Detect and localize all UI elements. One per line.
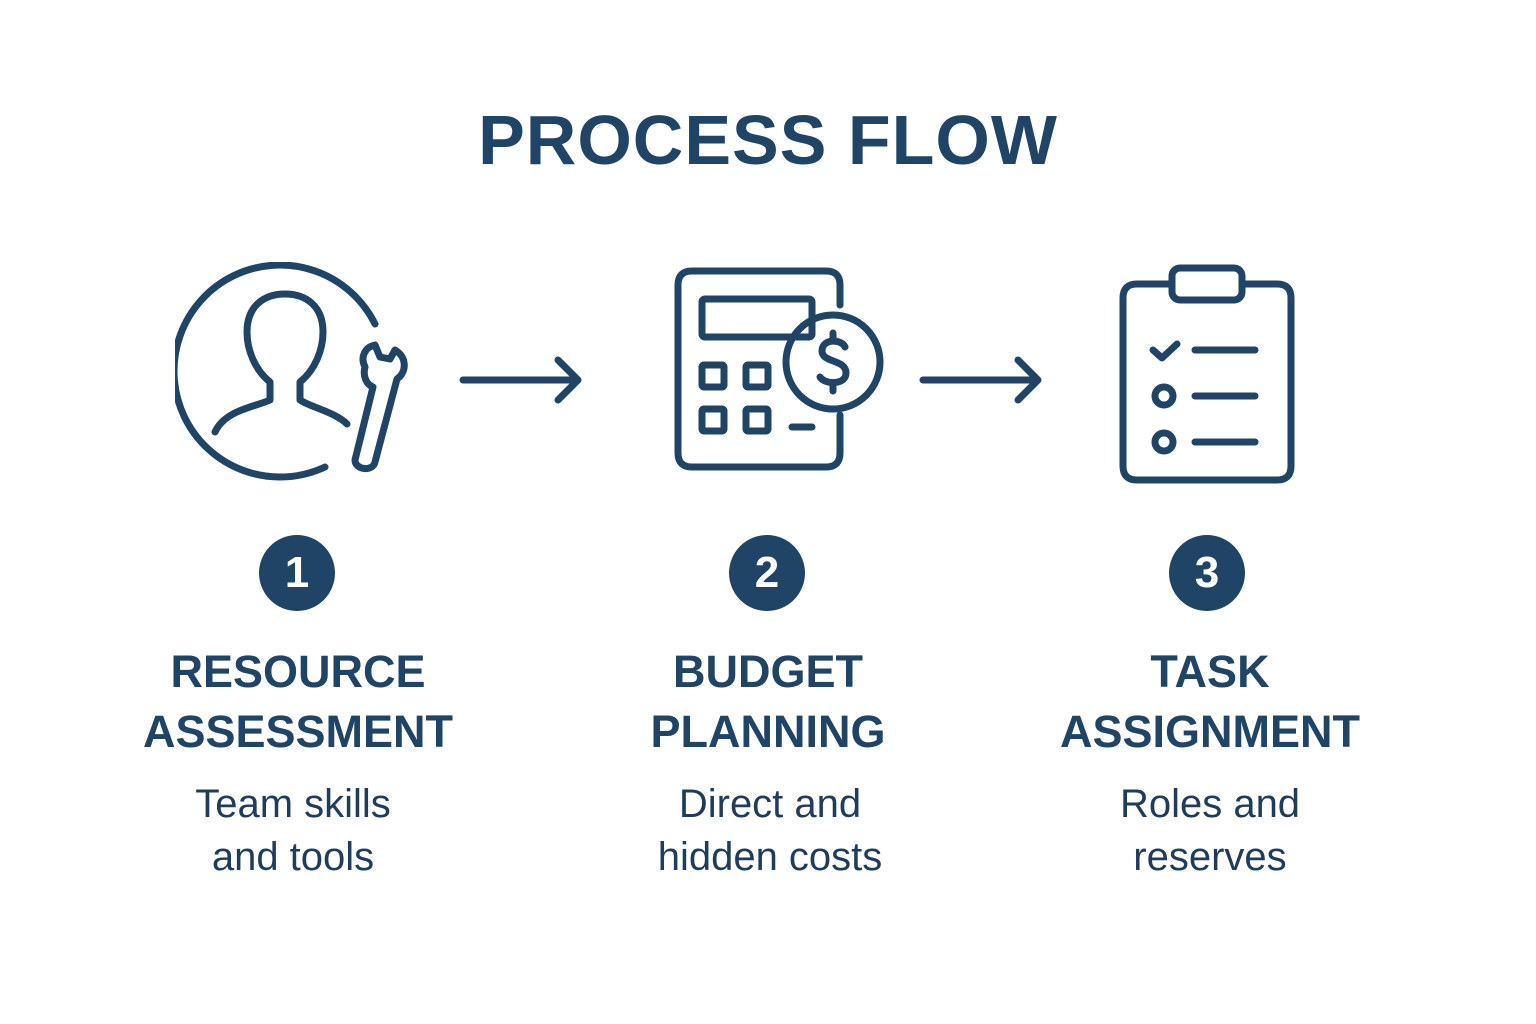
arrow-right-icon bbox=[459, 356, 582, 404]
description-line: Roles and bbox=[1119, 782, 1301, 826]
clipboard-checklist-icon bbox=[1119, 264, 1295, 484]
step-heading: RESOURCE ASSESSMENT bbox=[88, 642, 508, 762]
step-number-badge: 3 bbox=[1169, 535, 1245, 611]
description-line: Team skills bbox=[195, 782, 391, 826]
step-number-badge: 1 bbox=[259, 535, 335, 611]
description-line: reserves bbox=[1133, 835, 1287, 879]
user-wrench-icon bbox=[175, 262, 408, 481]
heading-line: PLANNING bbox=[650, 706, 886, 757]
heading-line: ASSESSMENT bbox=[142, 706, 454, 757]
step-heading: BUDGET PLANNING bbox=[558, 642, 978, 762]
heading-line: RESOURCE bbox=[170, 646, 426, 697]
heading-line: ASSIGNMENT bbox=[1059, 706, 1360, 757]
step-description: Team skills and tools bbox=[83, 778, 503, 884]
heading-line: TASK bbox=[1150, 646, 1270, 697]
description-line: and tools bbox=[211, 835, 375, 879]
step-number-badge: 2 bbox=[729, 535, 805, 611]
description-line: Direct and bbox=[678, 782, 862, 826]
step-description: Roles and reserves bbox=[1000, 778, 1420, 884]
arrow-right-icon bbox=[919, 356, 1042, 404]
calculator-dollar-icon bbox=[674, 267, 884, 471]
page-title: PROCESS FLOW bbox=[478, 101, 1058, 179]
step-heading: TASK ASSIGNMENT bbox=[1000, 642, 1420, 762]
step-description: Direct and hidden costs bbox=[560, 778, 980, 884]
description-line: hidden costs bbox=[657, 835, 883, 879]
heading-line: BUDGET bbox=[673, 646, 863, 697]
